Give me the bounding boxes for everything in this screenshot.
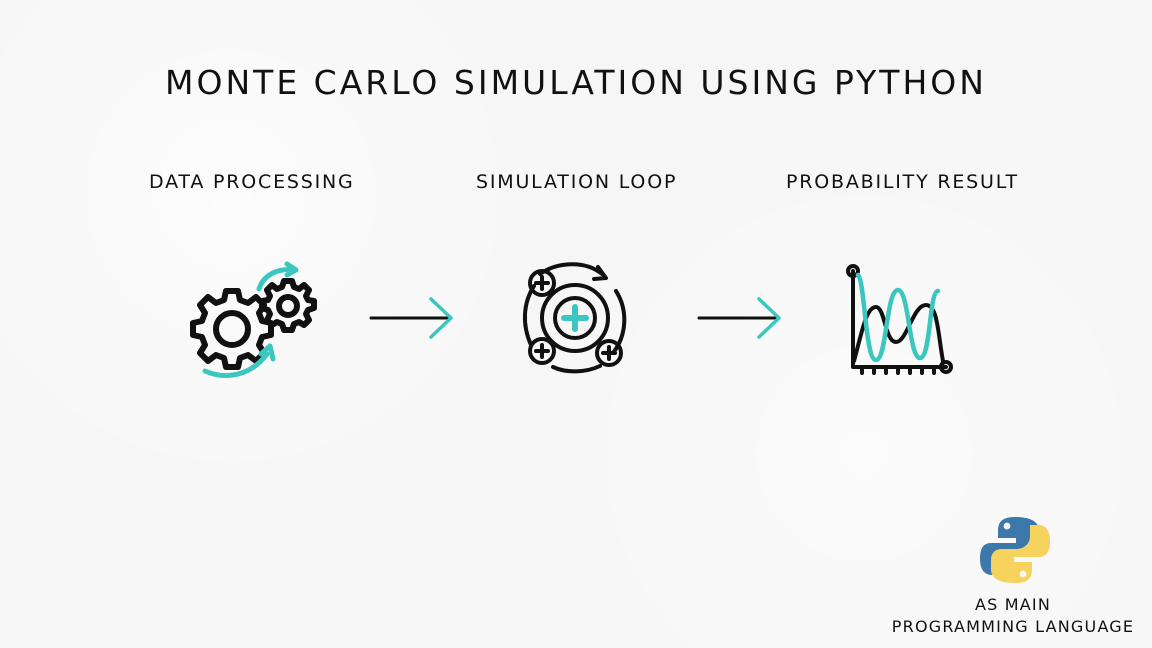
caption-line-1: AS MAIN [974,595,1052,614]
step-label-probability-result: PROBABILITY RESULT [786,171,1019,193]
probability-chart-icon [846,264,953,375]
step-label-data-processing: DATA PROCESSING [149,171,355,193]
page-title: MONTE CARLO SIMULATION USING PYTHON [165,63,987,102]
gears-icon [190,261,317,378]
python-logo-icon [980,517,1050,583]
programming-language-caption: AS MAIN PROGRAMMING LANGUAGE [875,594,1151,638]
step-label-simulation-loop: SIMULATION LOOP [476,171,678,193]
loop-orbit-icon [522,262,627,374]
flow-arrow-icon [369,297,453,339]
caption-line-2: PROGRAMMING LANGUAGE [891,617,1135,636]
flow-arrow-icon [697,297,781,339]
